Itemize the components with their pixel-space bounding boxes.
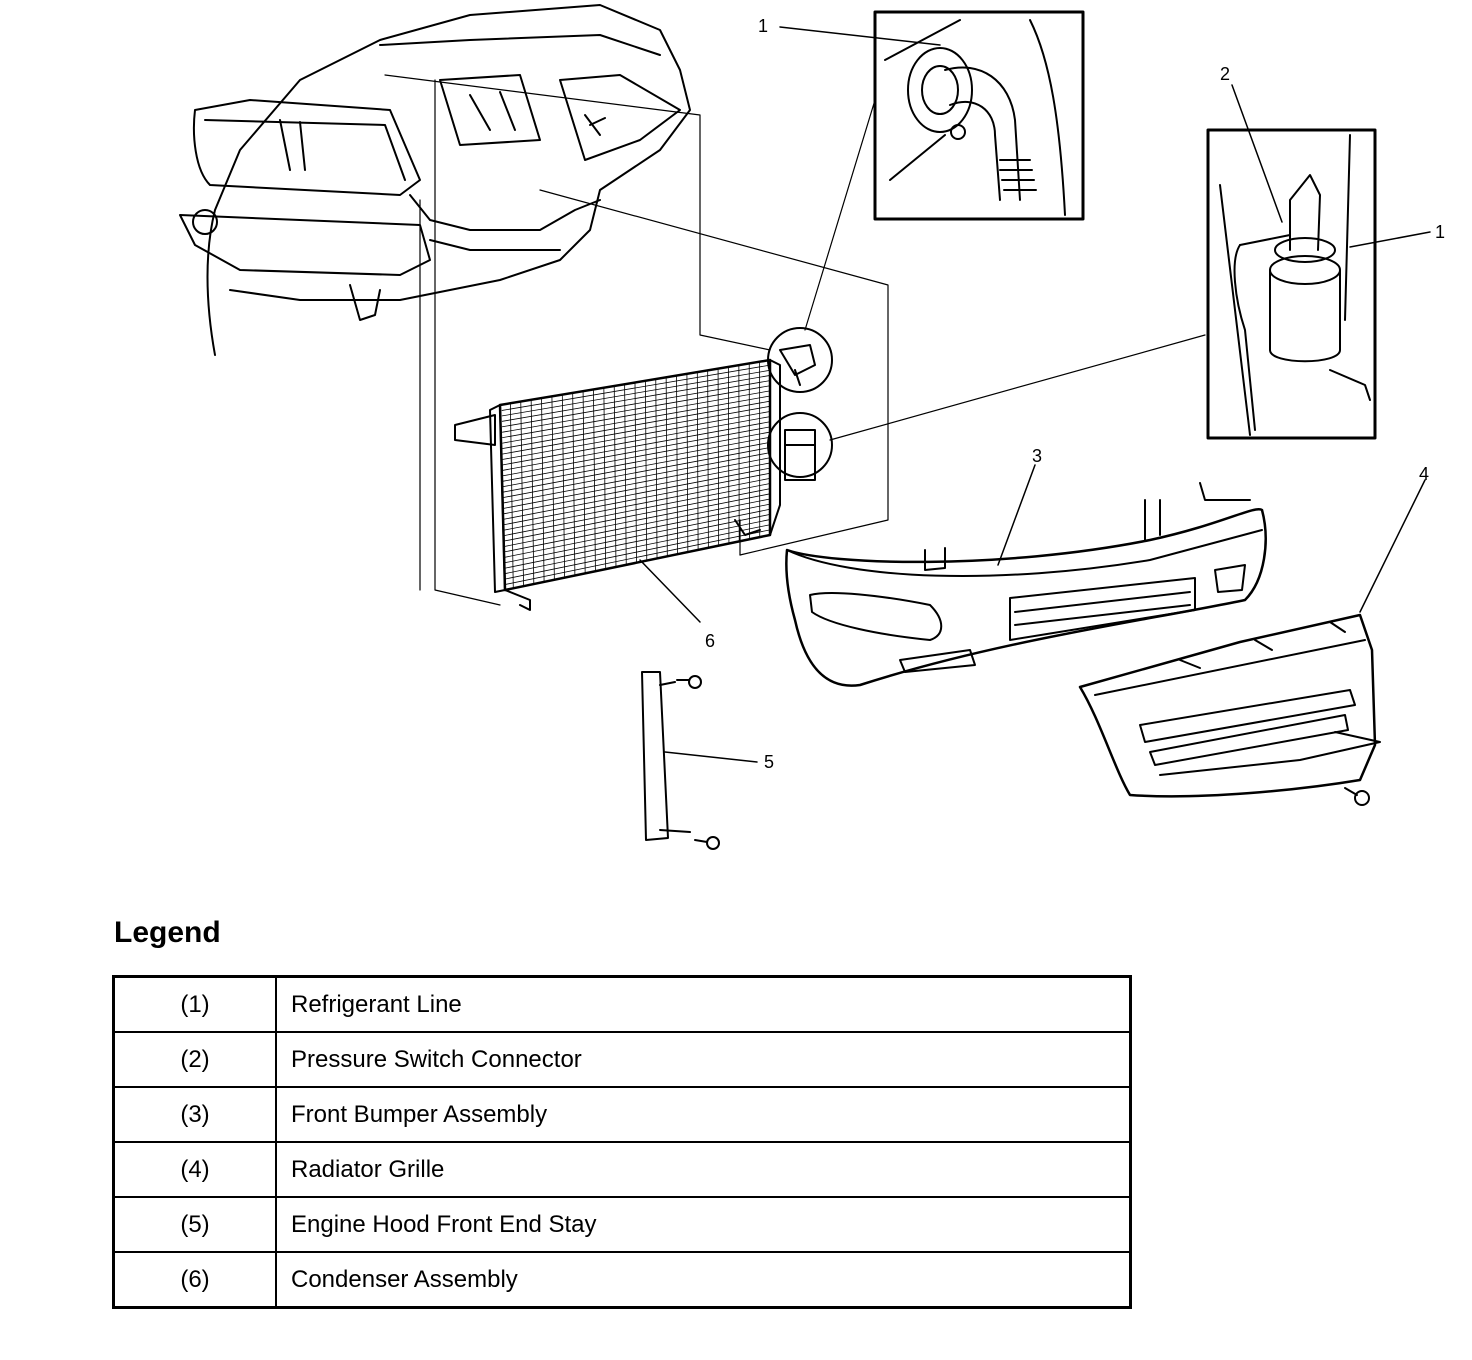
legend-description: Engine Hood Front End Stay [275,1196,1132,1253]
condenser-assembly [454,358,781,611]
legend-row: (4) Radiator Grille [112,1141,1132,1198]
radiator-grille [1078,613,1381,806]
legend-number: (4) [112,1141,277,1198]
exploded-view-illustration: 1 2 1 3 4 5 6 [179,4,1445,850]
legend-description: Pressure Switch Connector [275,1031,1132,1088]
legend-row: (6) Condenser Assembly [112,1251,1132,1309]
legend-number: (6) [112,1251,277,1309]
inset-pressure-switch [1206,128,1377,440]
alignment-lines [384,74,1206,606]
legend-number: (1) [112,975,277,1033]
legend-row: (1) Refrigerant Line [112,975,1132,1033]
callout-1-right: 1 [1435,222,1445,242]
legend-row: (2) Pressure Switch Connector [112,1031,1132,1088]
front-bumper-assembly [785,482,1267,687]
legend-row: (5) Engine Hood Front End Stay [112,1196,1132,1253]
condenser-fins [501,361,771,589]
callout-leaders [639,26,1431,763]
legend-description: Front Bumper Assembly [275,1086,1132,1143]
callout-1-top: 1 [758,16,768,36]
callout-4: 4 [1419,464,1429,484]
legend-number: (3) [112,1086,277,1143]
engine-hood-front-end-stay [641,671,720,850]
callout-5: 5 [764,752,774,772]
legend-title: Legend [114,916,221,949]
callout-2: 2 [1220,64,1230,84]
legend-description: Condenser Assembly [275,1251,1132,1309]
legend-description: Radiator Grille [275,1141,1132,1198]
legend-number: (2) [112,1031,277,1088]
inset-refrigerant-line [873,10,1085,221]
legend-number: (5) [112,1196,277,1253]
callout-3: 3 [1032,446,1042,466]
detail-circle-lower [767,412,833,478]
legend-table: (1) Refrigerant Line (2) Pressure Switch… [112,975,1132,1309]
legend-description: Refrigerant Line [275,975,1132,1033]
callout-6: 6 [705,631,715,651]
legend-row: (3) Front Bumper Assembly [112,1086,1132,1143]
